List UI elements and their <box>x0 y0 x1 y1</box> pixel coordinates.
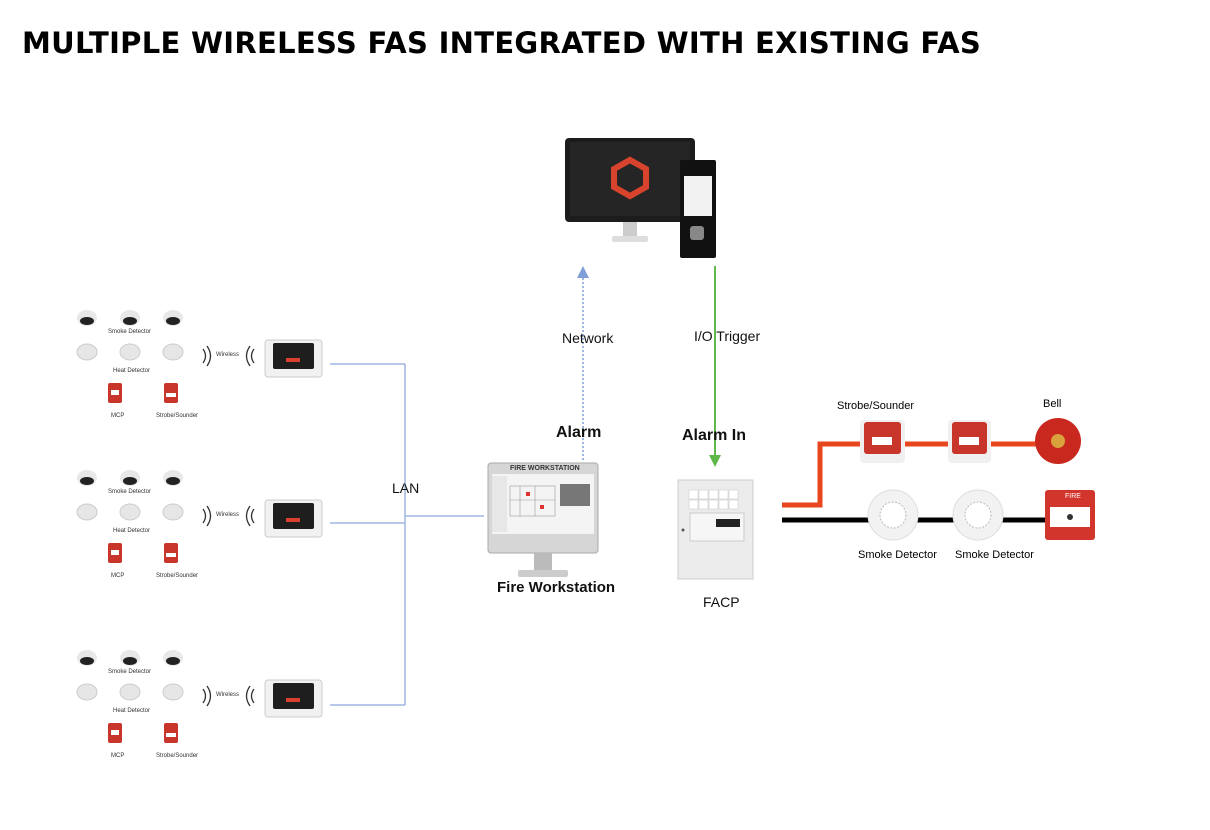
facp-panel <box>677 479 754 580</box>
wireless-group-3 <box>76 650 323 743</box>
mcp-label: MCP <box>111 413 125 419</box>
network-label: Network <box>562 330 614 346</box>
smoke-detector <box>77 470 97 486</box>
smoke-detector <box>120 310 140 326</box>
existing-smoke-1 <box>867 489 919 541</box>
workstation-monitor <box>487 462 599 577</box>
wireless-signal-icon <box>202 505 212 527</box>
existing-mcp <box>1045 490 1095 540</box>
heat-detector-label: Heat Detector <box>113 368 151 374</box>
wireless-signal-icon <box>245 505 255 527</box>
smoke-detector <box>120 470 140 486</box>
mcp-fire-text: FIRE <box>1065 493 1081 500</box>
smoke-detector <box>120 650 140 666</box>
wireless-signal-icon <box>202 685 212 707</box>
wireless-label: Wireless <box>216 352 240 358</box>
wireless-label: Wireless <box>216 512 240 518</box>
mcp-device <box>108 383 122 403</box>
strobe-sounder-device <box>164 543 178 563</box>
smoke-detector-label: Smoke Detector <box>108 329 152 335</box>
facp-label: FACP <box>703 594 740 610</box>
heat-detector <box>162 503 184 521</box>
workstation-screen-title: FIRE WORKSTATION <box>510 465 580 472</box>
alarm-in-label: Alarm In <box>682 427 747 444</box>
smoke-detector <box>163 650 183 666</box>
mcp-device <box>108 723 122 743</box>
server-computer <box>565 138 716 258</box>
smoke-detector <box>163 470 183 486</box>
heat-detector <box>76 503 98 521</box>
heat-detector <box>162 683 184 701</box>
strobe-sounder-label: Strobe/Sounder <box>156 753 199 759</box>
bell-label: Bell <box>1043 398 1062 410</box>
existing-strobe-1 <box>860 420 905 463</box>
lan-label: LAN <box>392 480 420 496</box>
heat-detector <box>162 343 184 361</box>
mcp-device <box>108 543 122 563</box>
smoke-detector-2-label: Smoke Detector <box>955 549 1034 561</box>
wireless-panel <box>264 679 323 718</box>
mcp-label: MCP <box>111 573 125 579</box>
network-arrow <box>577 266 589 460</box>
wireless-signal-icon <box>245 685 255 707</box>
heat-detector <box>76 343 98 361</box>
smoke-detector <box>77 650 97 666</box>
alarm-label: Alarm <box>556 424 602 441</box>
wireless-signal-icon <box>245 345 255 367</box>
mcp-label: MCP <box>111 753 125 759</box>
strobe-sounder-device <box>164 723 178 743</box>
io-trigger-arrow <box>709 266 721 467</box>
wireless-panel <box>264 499 323 538</box>
existing-smoke-2 <box>952 489 1004 541</box>
page-title: MULTIPLE WIRELESS FAS INTEGRATED WITH EX… <box>22 26 982 60</box>
wireless-signal-icon <box>202 345 212 367</box>
heat-detector <box>119 503 141 521</box>
strobe-sounder-device <box>164 383 178 403</box>
wireless-label: Wireless <box>216 692 240 698</box>
heat-detector <box>119 683 141 701</box>
strobe-sounder-label: Strobe/Sounder <box>156 413 199 419</box>
io-trigger-label: I/O Trigger <box>694 328 761 344</box>
existing-strobe-2 <box>948 420 991 463</box>
heat-detector <box>119 343 141 361</box>
wireless-panel <box>264 339 323 378</box>
wireless-group-1 <box>76 310 323 403</box>
smoke-detector <box>163 310 183 326</box>
smoke-detector-1-label: Smoke Detector <box>858 549 937 561</box>
strobe-sounder-label: Strobe/Sounder <box>837 400 915 412</box>
lan-lines <box>330 363 484 706</box>
wireless-group-2 <box>76 470 323 563</box>
smoke-detector <box>77 310 97 326</box>
heat-detector-label: Heat Detector <box>113 528 151 534</box>
heat-detector-label: Heat Detector <box>113 708 151 714</box>
smoke-detector-label: Smoke Detector <box>108 669 152 675</box>
strobe-sounder-label: Strobe/Sounder <box>156 573 199 579</box>
heat-detector <box>76 683 98 701</box>
smoke-detector-label: Smoke Detector <box>108 489 152 495</box>
existing-bell <box>1035 418 1081 464</box>
fire-workstation-label: Fire Workstation <box>497 579 616 596</box>
sounder-loop <box>782 441 1060 508</box>
